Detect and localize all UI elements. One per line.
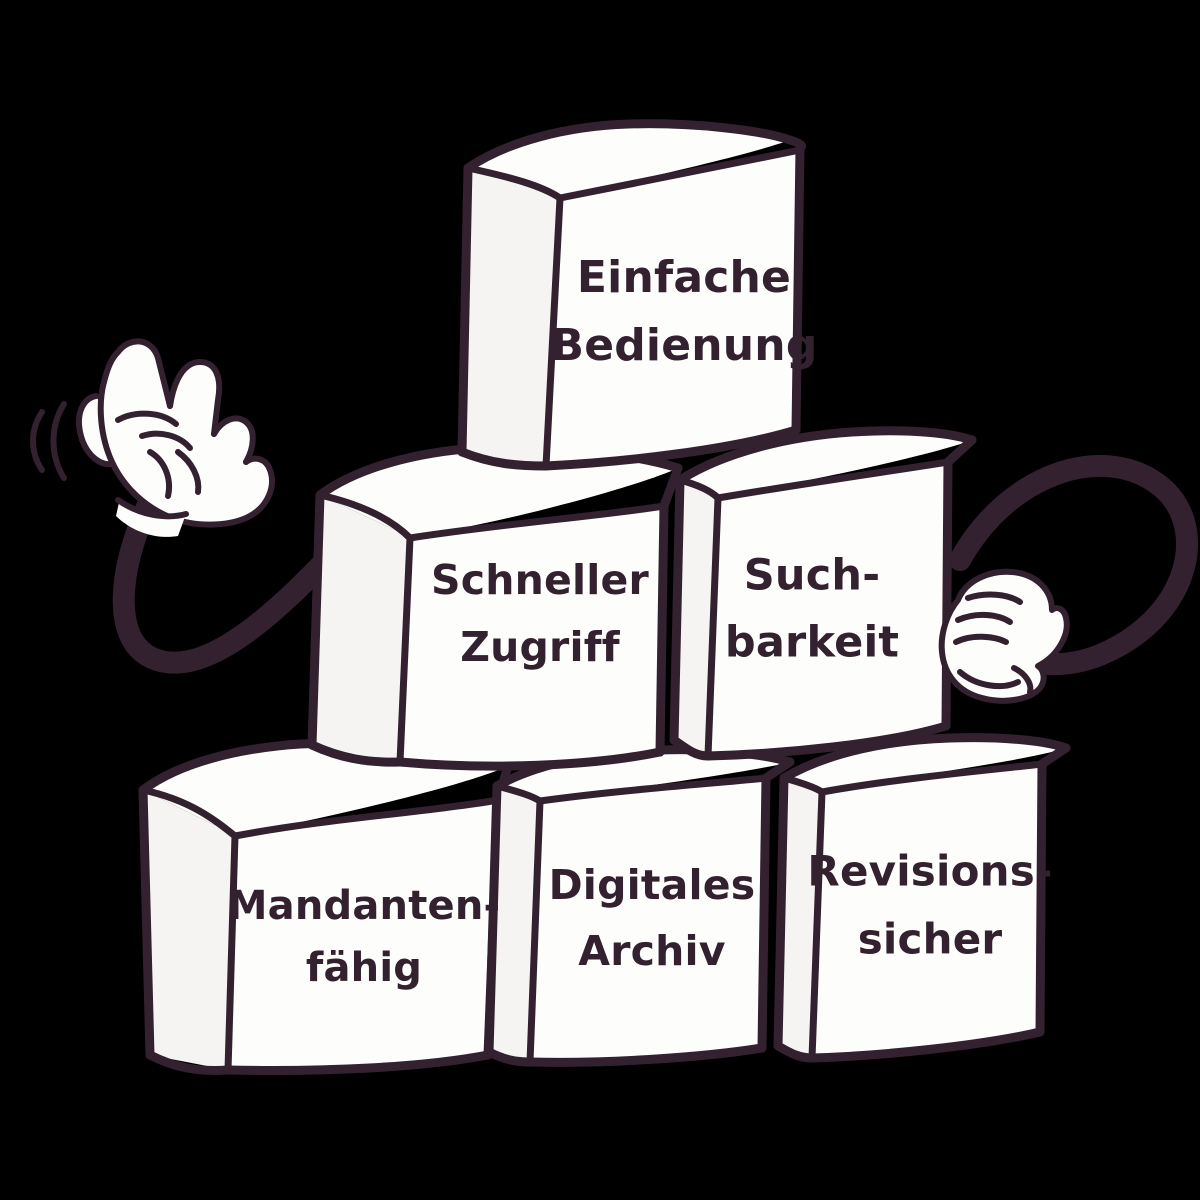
label-schneller-zugriff: Schneller Zugriff bbox=[431, 556, 650, 671]
label-line-2: Zugriff bbox=[460, 623, 621, 671]
block-suchbarkeit[interactable] bbox=[669, 426, 977, 761]
label-revisionssicher: Revisions- sicher bbox=[807, 847, 1052, 964]
label-line-1: Revisions- bbox=[807, 847, 1052, 896]
block-schneller-zugriff[interactable] bbox=[307, 442, 683, 771]
label-digitales-archiv: Digitales Archiv bbox=[549, 861, 756, 975]
block-revisionssicher[interactable] bbox=[773, 733, 1071, 1063]
label-line-1: Mandanten- bbox=[228, 883, 501, 929]
label-line-1: Such- bbox=[744, 551, 881, 601]
label-einfache-bedienung: Einfache Bedienung bbox=[550, 252, 817, 371]
label-line-2: sicher bbox=[858, 915, 1003, 964]
label-suchbarkeit: Such- barkeit bbox=[725, 551, 899, 668]
right-hand-fist-icon bbox=[938, 568, 1070, 704]
block-digitales-archiv[interactable] bbox=[484, 745, 795, 1067]
left-hand-waving-icon bbox=[30, 338, 275, 537]
motion-line-1 bbox=[30, 409, 45, 473]
label-mandantenfaehig: Mandanten- fähig bbox=[228, 883, 501, 991]
right-arm bbox=[949, 455, 1198, 676]
motion-line-2 bbox=[50, 401, 67, 481]
label-line-2: fähig bbox=[306, 945, 422, 991]
block-mandantenfaehig[interactable] bbox=[138, 738, 513, 1075]
label-line-1: Schneller bbox=[431, 556, 650, 604]
label-line-2: barkeit bbox=[725, 618, 899, 668]
block-einfache-bedienung[interactable] bbox=[457, 119, 807, 471]
label-line-1: Digitales bbox=[549, 861, 756, 909]
label-line-2: Bedienung bbox=[550, 320, 817, 371]
block-labels: Einfache Bedienung Schneller Zugriff Suc… bbox=[228, 252, 1053, 991]
label-line-2: Archiv bbox=[578, 927, 725, 975]
label-line-1: Einfache bbox=[577, 252, 791, 303]
